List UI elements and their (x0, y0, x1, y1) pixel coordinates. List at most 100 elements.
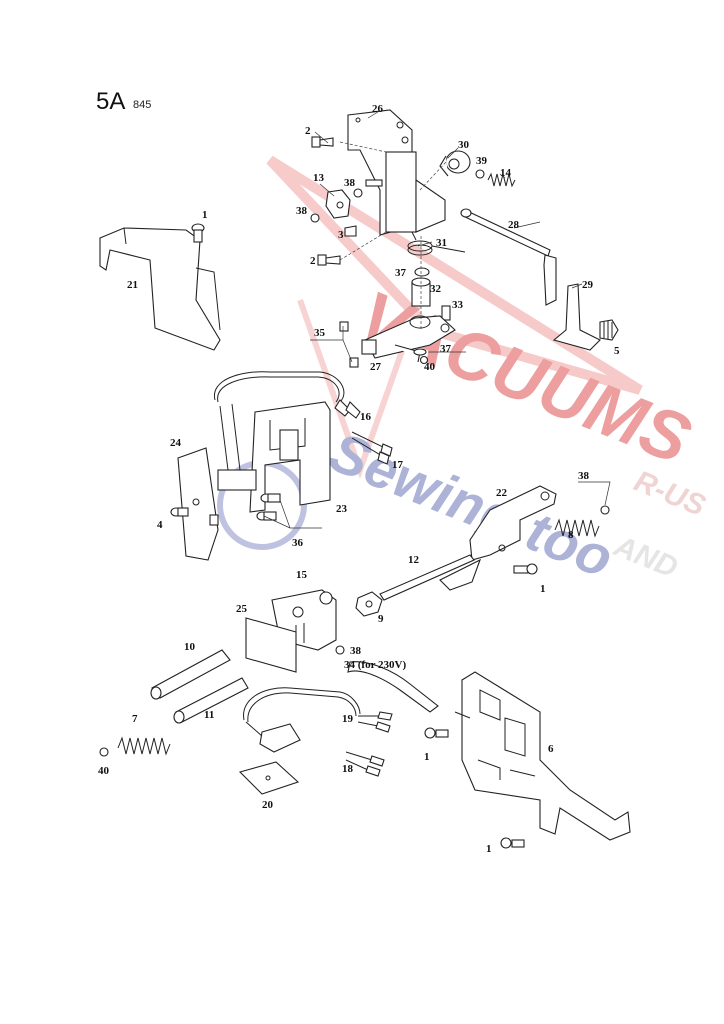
part-40-ering-top (419, 355, 429, 365)
watermark-triangle (266, 155, 643, 395)
part-37-washer-top (414, 267, 430, 277)
part-12-shaft (379, 554, 481, 601)
part-35-screw-a (339, 321, 349, 332)
callout-38-b: 38 (296, 205, 308, 217)
part-10-rod (150, 649, 231, 700)
callout-labels: 1 2 26 30 39 14 13 38 38 3 2 31 28 21 37… (98, 103, 620, 855)
callout-2-top: 2 (305, 125, 311, 137)
part-36-screw-b (256, 511, 277, 521)
part-34-tube (347, 661, 439, 713)
part-33-screw (441, 305, 451, 321)
callout-2-lower: 2 (310, 255, 316, 267)
callout-1-top: 1 (202, 209, 208, 221)
callout-21: 21 (127, 279, 138, 291)
callout-3: 3 (338, 229, 344, 241)
part-1-screw-top (191, 223, 205, 243)
callout-30: 30 (458, 139, 470, 151)
callout-6: 6 (548, 743, 554, 755)
part-38-ering-a (353, 188, 363, 198)
part-38-ering-lower (335, 645, 345, 655)
part-13-clip (325, 189, 351, 219)
callout-8: 8 (568, 529, 574, 541)
assembly-line-top-d (339, 231, 387, 261)
callout-28: 28 (508, 219, 520, 231)
part-27-block (361, 339, 377, 355)
callout-35: 35 (314, 327, 326, 339)
callout-26: 26 (372, 103, 384, 115)
callout-25: 25 (236, 603, 248, 615)
callout-24: 24 (170, 437, 182, 449)
callout-10: 10 (184, 641, 196, 653)
callout-40-lower: 40 (98, 765, 110, 777)
callout-31: 31 (436, 237, 447, 249)
model-number: 845 (133, 99, 152, 111)
callout-29: 29 (582, 279, 594, 291)
part-19-cable (243, 687, 393, 733)
part-1-screw-lower-a (424, 727, 449, 739)
part-29-bracket (552, 283, 601, 351)
callout-27: 27 (370, 361, 382, 373)
part-lever-arm (364, 315, 456, 363)
part-38-ering-b (310, 213, 320, 223)
part-8-spring (554, 518, 600, 538)
callout-9: 9 (378, 613, 384, 625)
part-23-switch-housing (217, 401, 331, 513)
part-17-wires (351, 431, 393, 465)
part-pin (365, 179, 383, 187)
part-36-screw-a (260, 493, 281, 503)
part-37-washer-lower (413, 348, 427, 356)
callout-37-top: 37 (395, 267, 407, 279)
callout-18: 18 (342, 763, 354, 775)
callout-19: 19 (342, 713, 354, 725)
callout-23: 23 (336, 503, 348, 515)
part-1-screw-mid (513, 563, 538, 575)
part-24-plate (177, 447, 219, 561)
part-31-spring (407, 231, 466, 256)
part-14-spring (487, 172, 516, 188)
part-35-screw-b (349, 357, 359, 368)
part-25-plate (245, 617, 297, 673)
callout-32: 32 (430, 283, 442, 295)
callout-12: 12 (408, 554, 420, 566)
part-18-wires (345, 751, 385, 777)
callout-37-lower: 37 (440, 343, 452, 355)
callout-4: 4 (157, 519, 163, 531)
callout-5: 5 (614, 345, 620, 357)
callout-33: 33 (452, 299, 464, 311)
part-22-bracket (469, 485, 557, 561)
callout-16: 16 (360, 411, 372, 423)
part-3-screw (344, 225, 357, 237)
part-2-screw-lower (317, 254, 341, 266)
part-switch (245, 721, 301, 753)
leader-lines (263, 111, 611, 529)
part-5-knob (599, 319, 619, 341)
callout-11: 11 (204, 709, 214, 721)
part-1-screw-lower-b (500, 837, 525, 849)
callout-1-lower-a: 1 (424, 751, 430, 763)
callout-15: 15 (296, 569, 308, 581)
watermark: VACUUMS R-US AND Sewing too (217, 155, 710, 590)
callout-17: 17 (392, 459, 404, 471)
watermark-and: AND (609, 529, 683, 584)
part-6-base-frame (454, 671, 631, 841)
callout-40-top: 40 (424, 361, 436, 373)
part-7-spring (117, 736, 171, 756)
callout-38-lower: 38 (350, 645, 362, 657)
callout-22: 22 (496, 487, 508, 499)
callout-14: 14 (500, 167, 512, 179)
part-39-ering (475, 169, 485, 179)
callout-1-lower-b: 1 (486, 843, 492, 855)
part-20-pcb (238, 761, 300, 795)
callout-36: 36 (292, 537, 304, 549)
part-28-rod (460, 208, 557, 306)
part-9-nut (355, 591, 383, 617)
callout-20: 20 (262, 799, 274, 811)
part-21-cover-plate (99, 227, 221, 351)
page-title: 5A (96, 88, 126, 115)
callout-13: 13 (313, 172, 325, 184)
assembly-line-top-a (339, 141, 387, 153)
part-11-tube (173, 677, 249, 724)
callout-34: 34 (for 230V) (344, 659, 406, 671)
